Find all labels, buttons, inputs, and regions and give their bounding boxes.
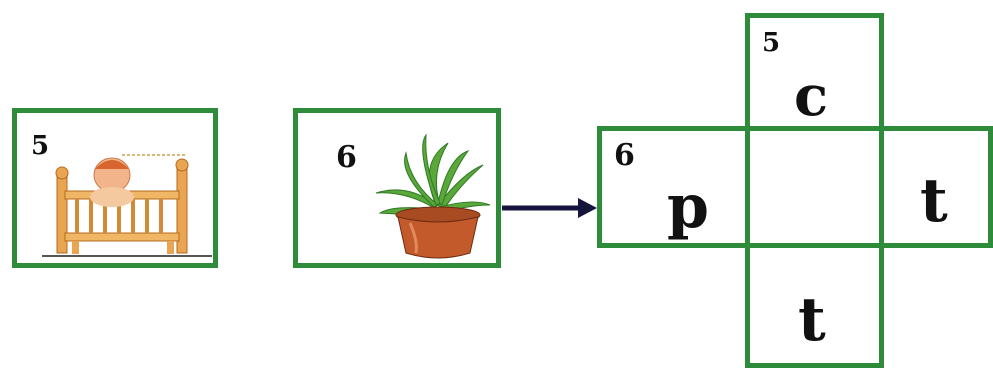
across-clue-number: 6 bbox=[614, 138, 635, 173]
letter-p: p bbox=[667, 172, 709, 242]
cell-center[interactable] bbox=[745, 126, 884, 248]
cell-across-left[interactable]: 6 p bbox=[597, 126, 750, 248]
arrow-right-icon bbox=[502, 198, 597, 218]
clue-card-6: 6 bbox=[293, 108, 501, 268]
clue-card-5: 5 bbox=[12, 108, 218, 268]
clue-number: 6 bbox=[336, 140, 357, 175]
cell-down-bottom[interactable]: t bbox=[745, 243, 884, 368]
letter-t-right: t bbox=[920, 166, 948, 236]
cell-down-top[interactable]: 5 c bbox=[745, 13, 884, 131]
cell-across-right[interactable]: t bbox=[879, 126, 993, 248]
potted-plant-icon bbox=[375, 133, 491, 259]
baby-crib-icon bbox=[42, 154, 212, 257]
down-clue-number: 5 bbox=[762, 28, 781, 58]
clue-number: 5 bbox=[31, 131, 50, 161]
letter-t-bottom: t bbox=[798, 285, 826, 355]
letter-c: c bbox=[794, 63, 829, 129]
